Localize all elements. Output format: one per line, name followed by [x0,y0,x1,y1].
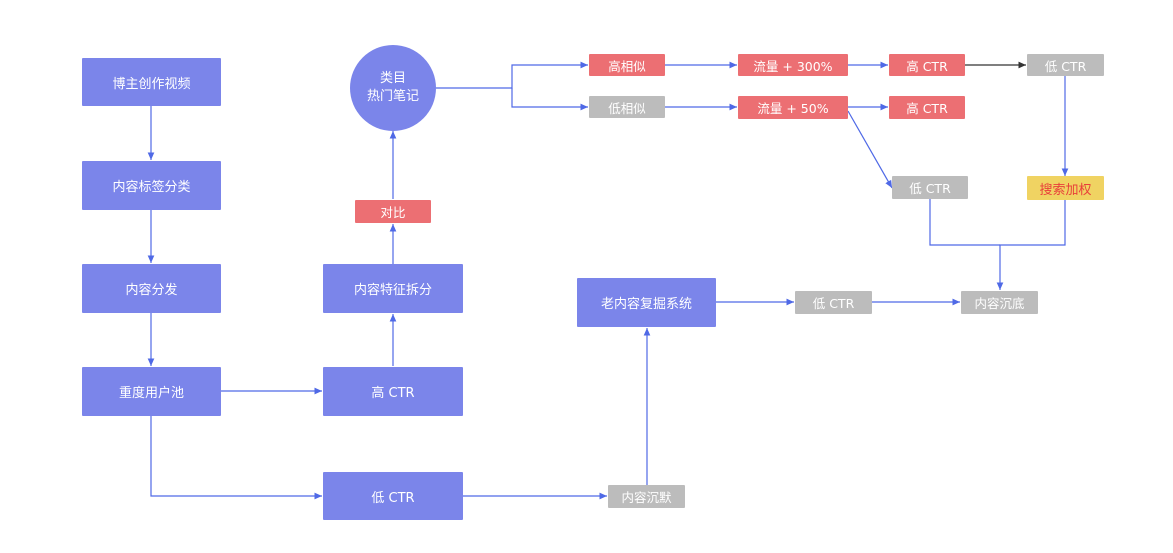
node-search-boost: 搜索加权 [1027,176,1104,200]
node-low-ctr-main: 低 CTR [323,472,463,520]
node-heavy-user-pool: 重度用户池 [82,367,221,416]
node-high-ctr-top: 高 CTR [889,54,965,76]
edge-traffic50-to-low-ctr [847,110,893,189]
node-feature-split: 内容特征拆分 [323,264,463,313]
node-traffic-plus-50: 流量 + 50% [738,96,848,119]
node-traffic-plus-300: 流量 + 300% [738,54,848,76]
node-content-distribution: 内容分发 [82,264,221,313]
node-high-ctr-main: 高 CTR [323,367,463,416]
node-category-hot-notes: 类目 热门笔记 [350,45,436,131]
node-low-ctr-top-right: 低 CTR [1027,54,1104,76]
edge-category-to-low-similar [511,88,588,111]
node-compare: 对比 [355,200,431,223]
node-low-ctr-mid: 低 CTR [892,176,968,199]
node-content-silent: 内容沉默 [608,485,685,508]
edge-category-to-high-similar [436,61,588,89]
node-content-tag: 内容标签分类 [82,161,221,210]
node-creator-video: 博主创作视频 [82,58,221,106]
node-low-ctr-old: 低 CTR [795,291,872,314]
node-old-content-mining: 老内容复掘系统 [577,278,716,327]
edge-low-ctr-mid-to-sink [929,199,1000,246]
edge-pool-to-low-ctr [150,416,322,500]
node-content-sink: 内容沉底 [961,291,1038,314]
node-high-ctr-mid: 高 CTR [889,96,965,119]
node-low-similar: 低相似 [589,96,665,118]
category-line-2: 热门笔记 [366,89,419,104]
edge-search-to-sink [996,200,1066,290]
node-high-similar: 高相似 [589,54,665,76]
category-line-1: 类目 [379,71,406,86]
